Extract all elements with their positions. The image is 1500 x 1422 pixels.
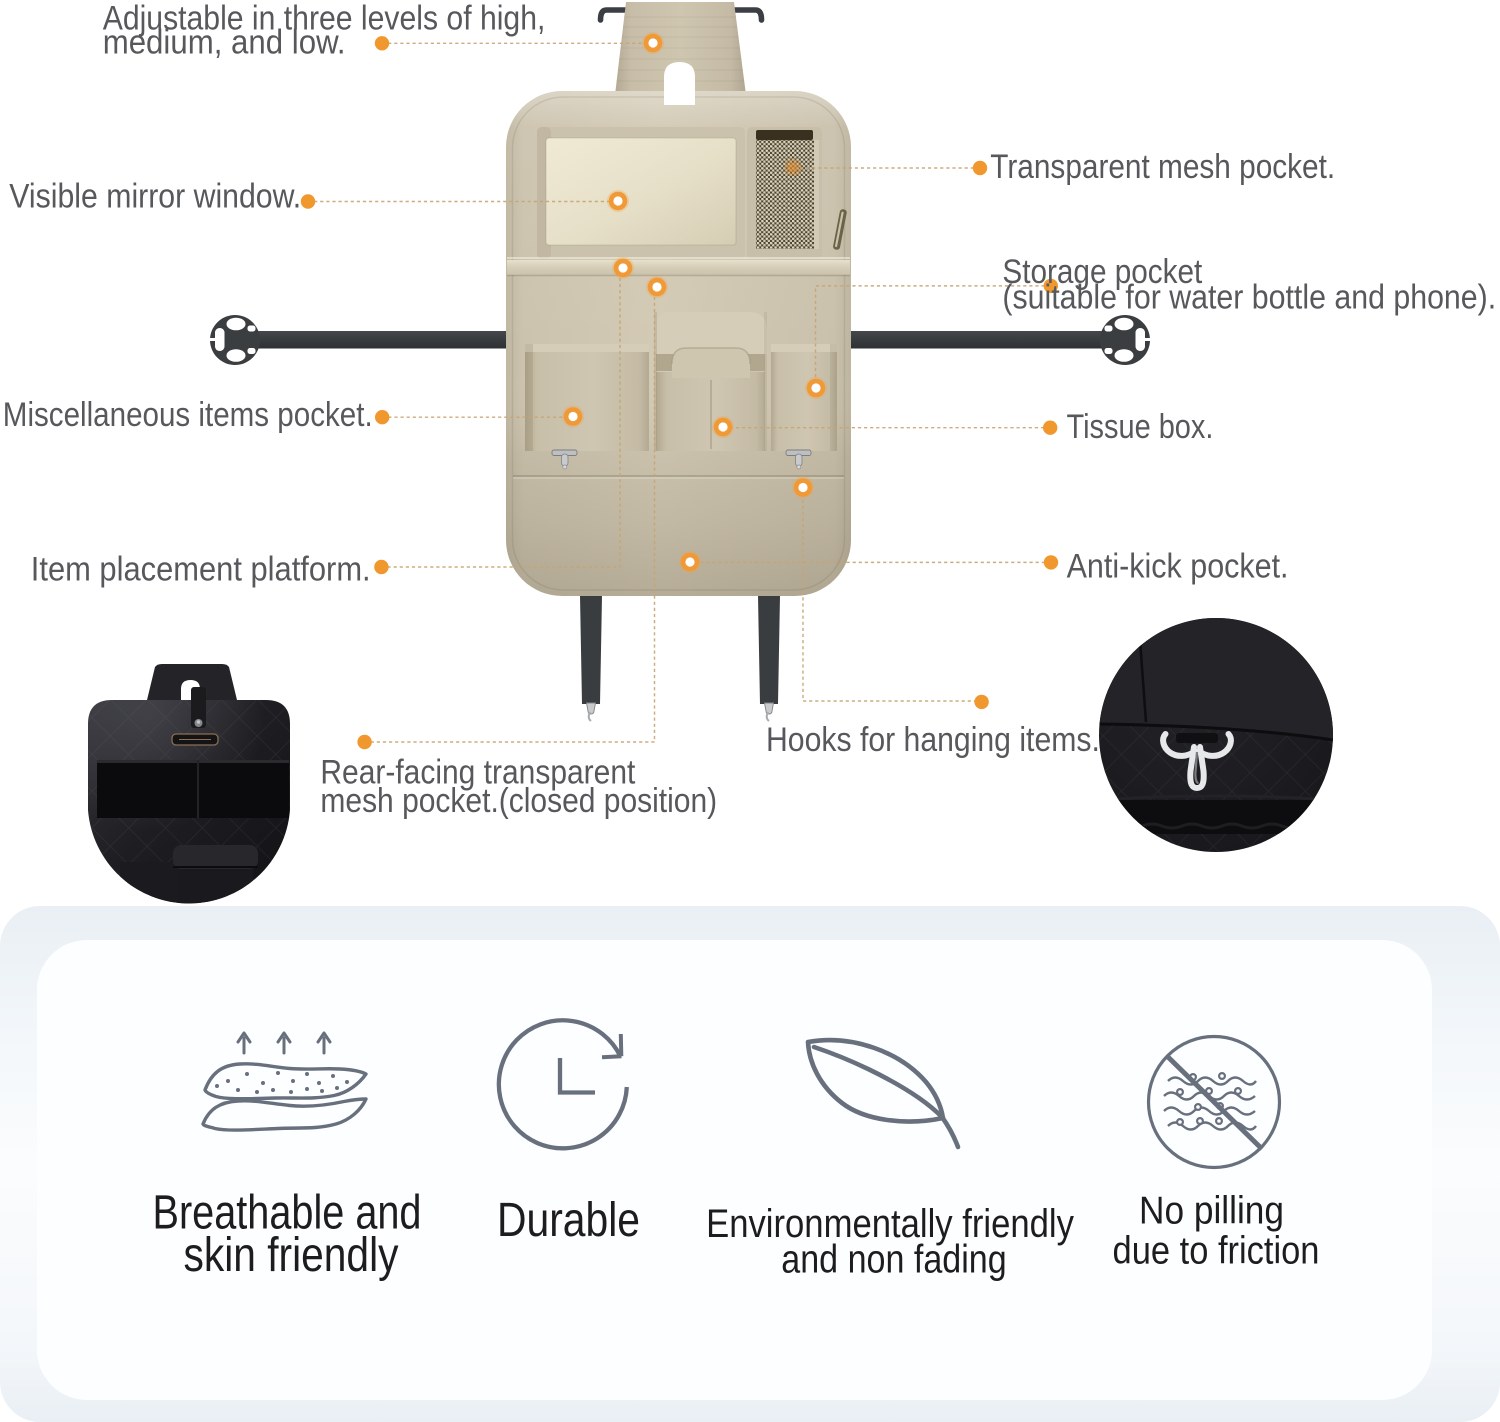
svg-text:Adjustable in three levels of: Adjustable in three levels of high, [103, 0, 546, 37]
svg-text:medium, and low.: medium, and low. [103, 22, 346, 61]
svg-text:mesh pocket.(closed position): mesh pocket.(closed position) [320, 781, 717, 819]
svg-text:due to friction: due to friction [1113, 1229, 1320, 1272]
svg-text:Transparent mesh pocket.: Transparent mesh pocket. [990, 147, 1335, 185]
svg-text:Anti-kick pocket.: Anti-kick pocket. [1067, 547, 1289, 585]
svg-text:Visible mirror window.: Visible mirror window. [9, 177, 301, 215]
svg-text:Hooks for hanging items.: Hooks for hanging items. [766, 720, 1100, 758]
svg-text:and non fading: and non fading [781, 1236, 1006, 1281]
svg-text:Miscellaneous items pocket.: Miscellaneous items pocket. [3, 395, 373, 433]
svg-text:No pilling: No pilling [1139, 1188, 1284, 1232]
svg-text:Tissue box.: Tissue box. [1067, 407, 1214, 446]
svg-text:Environmentally friendly: Environmentally friendly [706, 1201, 1074, 1246]
svg-text:skin friendly: skin friendly [184, 1229, 400, 1282]
svg-text:Durable: Durable [497, 1194, 640, 1247]
svg-text:Rear-facing transparent: Rear-facing transparent [320, 753, 635, 791]
svg-text:Item placement platform.: Item placement platform. [31, 550, 371, 588]
svg-text:Storage pocket: Storage pocket [1002, 252, 1202, 290]
svg-text:Breathable and: Breathable and [153, 1186, 422, 1239]
svg-text:(suitable for water bottle and: (suitable for water bottle and phone). [1002, 278, 1496, 316]
